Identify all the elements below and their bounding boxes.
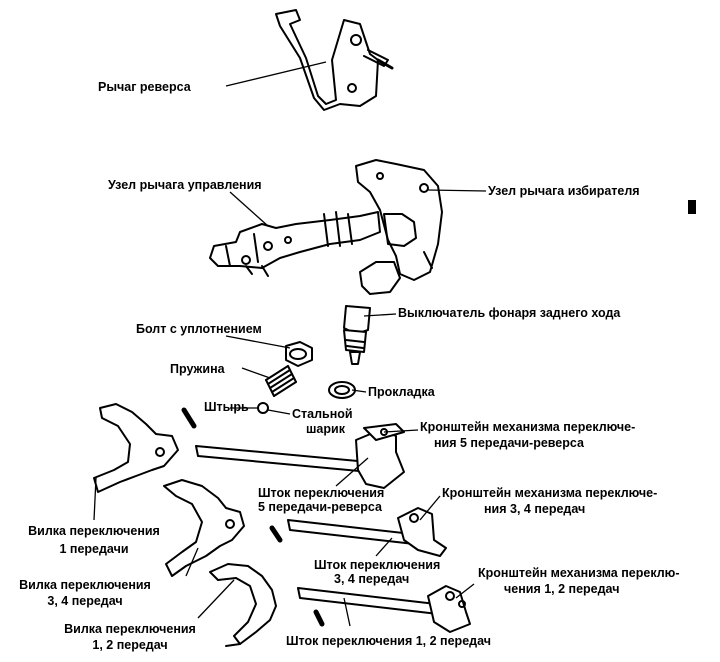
label-bracket-34-2: ния 3, 4 передач (484, 502, 586, 516)
label-rod-34-1: Шток переключения (314, 558, 441, 572)
selector-lever-assembly-part (355, 159, 443, 295)
label-selector-lever-assembly: Узел рычага избирателя (488, 184, 640, 198)
rod-5r-part (195, 423, 405, 489)
label-sealed-bolt: Болт с уплотнением (136, 322, 262, 336)
label-fork-1-2: 1 передачи (59, 542, 129, 556)
label-steel-ball-1: Стальной (292, 407, 353, 421)
label-reverse-lever: Рычаг реверса (98, 80, 191, 94)
leader-lines (93, 61, 487, 627)
label-rod-34-2: 3, 4 передач (334, 572, 410, 586)
control-lever-assembly-part (209, 211, 381, 277)
label-rod-12: Шток переключения 1, 2 передач (286, 634, 491, 648)
spring-part (265, 365, 297, 397)
marker-square (688, 200, 696, 214)
pin-part (181, 407, 197, 429)
label-rod-5r-2: 5 передачи-реверса (258, 500, 382, 514)
label-fork-34-1: Вилка переключения (19, 578, 151, 592)
label-fork-34-2: 3, 4 передач (47, 594, 123, 608)
label-control-lever-assembly: Узел рычага управления (108, 178, 262, 192)
label-spring: Пружина (170, 362, 225, 376)
fork-34-part (163, 479, 245, 577)
label-fork-12-2: 1, 2 передач (92, 638, 168, 652)
gasket-part (328, 381, 356, 399)
label-bracket-12-2: чения 1, 2 передач (504, 582, 620, 596)
sealed-bolt-part (285, 341, 313, 367)
label-bracket-5r-1: Кронштейн механизма переключе- (420, 420, 636, 434)
rod-12-part (297, 585, 471, 633)
label-reverse-light-switch: Выключатель фонаря заднего хода (398, 306, 621, 320)
label-steel-ball-2: шарик (306, 422, 345, 436)
label-bracket-5r-2: ния 5 передачи-реверса (434, 436, 584, 450)
reverse-lever-part (275, 9, 394, 111)
label-bracket-12-1: Кронштейн механизма переклю- (478, 566, 680, 580)
label-fork-1-1: Вилка переключения (28, 524, 160, 538)
fork-12-part (209, 563, 277, 647)
label-fork-12-1: Вилка переключения (64, 622, 196, 636)
reverse-light-switch-part (343, 305, 371, 365)
steel-ball-part (257, 402, 269, 414)
label-gasket: Прокладка (368, 385, 435, 399)
label-bracket-34-1: Кронштейн механизма переключе- (442, 486, 658, 500)
fork-1-part (93, 403, 179, 493)
label-pin: Штырь (204, 400, 249, 414)
rod-34-part (269, 507, 447, 557)
label-rod-5r-1: Шток переключения (258, 486, 385, 500)
